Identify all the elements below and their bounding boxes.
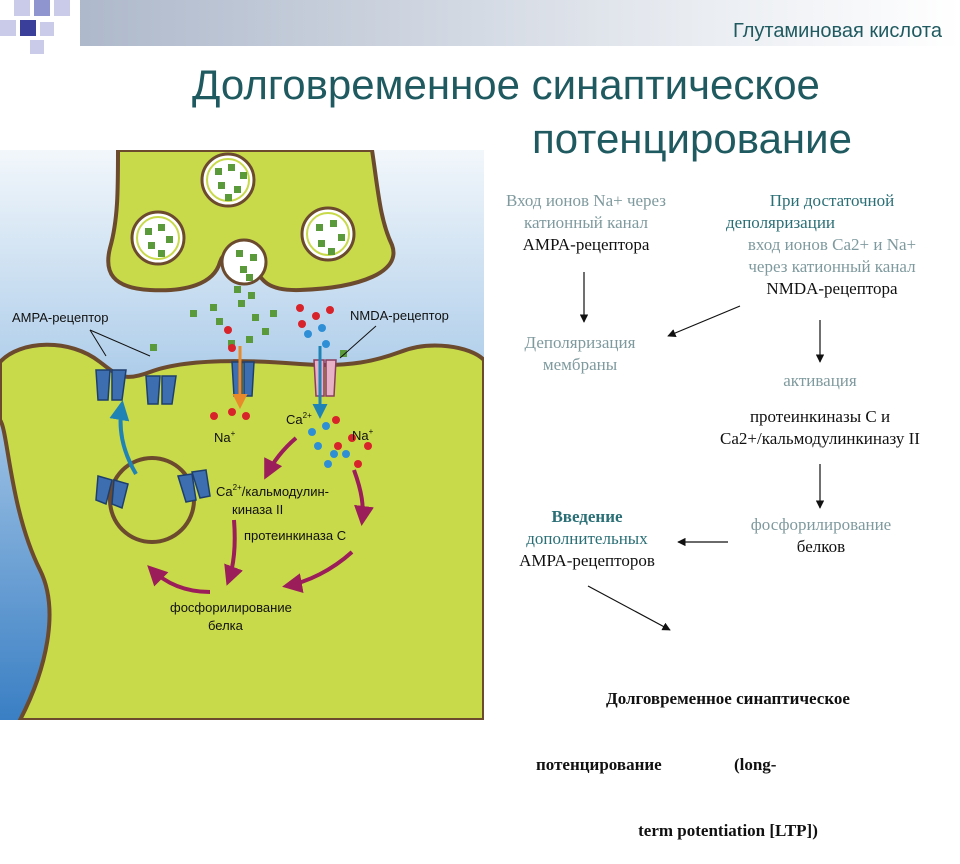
- title-line-2: потенцирование: [532, 115, 852, 162]
- ampa-receptors: [95, 361, 255, 510]
- insertion-line-3: AMPA-рецепторов: [519, 551, 655, 570]
- glutamate-molecules: [145, 164, 347, 357]
- arrow-insertion-to-ltp: [587, 585, 671, 631]
- kinases-text: протеинкиназы C и Ca2+/кальмодулинкиназу…: [680, 406, 960, 450]
- corner-decoration: [0, 0, 80, 60]
- ions-red: [210, 304, 372, 468]
- nmda-entry-line-5: NMDA-рецептора: [766, 279, 898, 298]
- nmda-pointer: [339, 325, 377, 359]
- blue-arrow-insertion: [109, 400, 138, 476]
- camk-label: Ca2+/кальмодулин-: [216, 483, 329, 499]
- phosphorylation-text: фосфорилирование белков: [726, 514, 916, 558]
- ampa-entry-text: Вход ионов Na+ через катионный канал AMP…: [478, 190, 694, 256]
- ampa-label: AMPA-рецептор: [12, 310, 109, 325]
- phosphorylation-line-2: белков: [796, 537, 846, 556]
- kinases-line-2: Ca2+/кальмодулинкиназу II: [720, 429, 920, 448]
- arrow-nmda-to-depol: [667, 305, 741, 337]
- purple-arrow-phos-1: [224, 519, 243, 586]
- phos-label-2: белка: [208, 618, 244, 633]
- ampa-pointer: [89, 329, 107, 357]
- na-label-right: Na+: [352, 427, 374, 443]
- nmda-entry-line-4: через катионный канал: [748, 257, 916, 276]
- slide-title: Долговременное синаптическое потенцирова…: [192, 58, 932, 166]
- kinases-line-1: протеинкиназы C и: [749, 407, 891, 426]
- slide-subtitle: Глутаминовая кислота: [733, 20, 942, 42]
- nmda-entry-text: При достаточной деполяризации вход ионов…: [720, 190, 944, 300]
- nmda-entry-line-3: вход ионов Ca2+ и Na+: [747, 235, 917, 254]
- flow-arrows: [579, 272, 825, 631]
- ions-blue: [304, 324, 350, 468]
- camk-label-2: киназа II: [232, 502, 283, 517]
- ampa-entry-line-1: Вход ионов Na+ через: [505, 191, 667, 210]
- activation-text: активация: [783, 371, 857, 390]
- insertion-text: Введение дополнительных AMPA-рецепторов: [492, 506, 682, 572]
- ltp-line-1: Долговременное синаптическое: [606, 689, 850, 708]
- nmda-entry-line-1: При достаточной: [769, 191, 895, 210]
- purple-arrow-phos-2: [282, 550, 354, 593]
- ltp-line-2: потенцирование (long-: [536, 755, 777, 774]
- ampa-pointer-2: [89, 329, 151, 357]
- phos-label-1: фосфорилирование: [170, 600, 292, 615]
- title-bar: [80, 0, 960, 46]
- ampa-entry-line-2: катионный канал: [524, 213, 648, 232]
- depolarization-line-1: Деполяризация: [524, 333, 636, 352]
- na-label-left: Na+: [214, 429, 236, 445]
- title-line-1: Долговременное синаптическое: [192, 61, 820, 108]
- ltp-line-3: term potentiation [LTP]): [638, 821, 818, 840]
- insertion-line-2: дополнительных: [526, 529, 648, 548]
- purple-arrow-camk: [264, 436, 298, 480]
- pkc-label: протеинкиназа C: [244, 528, 346, 543]
- purple-arrow-pkc: [352, 469, 374, 526]
- postsynaptic-cell: [0, 342, 484, 720]
- phosphorylation-line-1: фосфорилирование: [750, 515, 892, 534]
- ampa-entry-line-3: AMPA-рецептора: [522, 235, 650, 254]
- insertion-line-1: Введение: [551, 507, 623, 526]
- depolarization-line-2: мембраны: [542, 355, 618, 374]
- ca-label: Ca2+: [286, 411, 312, 427]
- synaptic-vesicles: [130, 152, 356, 286]
- nmda-label: NMDA-рецептор: [350, 308, 449, 323]
- synapse-illustration: AMPA-рецептор NMDA-рецептор Na+ Ca2+ Na+…: [0, 150, 484, 720]
- purple-arrow-vesicle: [147, 565, 211, 594]
- nmda-entry-line-2: деполяризации: [726, 213, 836, 232]
- depolarization-text: Деполяризация мембраны: [500, 332, 660, 376]
